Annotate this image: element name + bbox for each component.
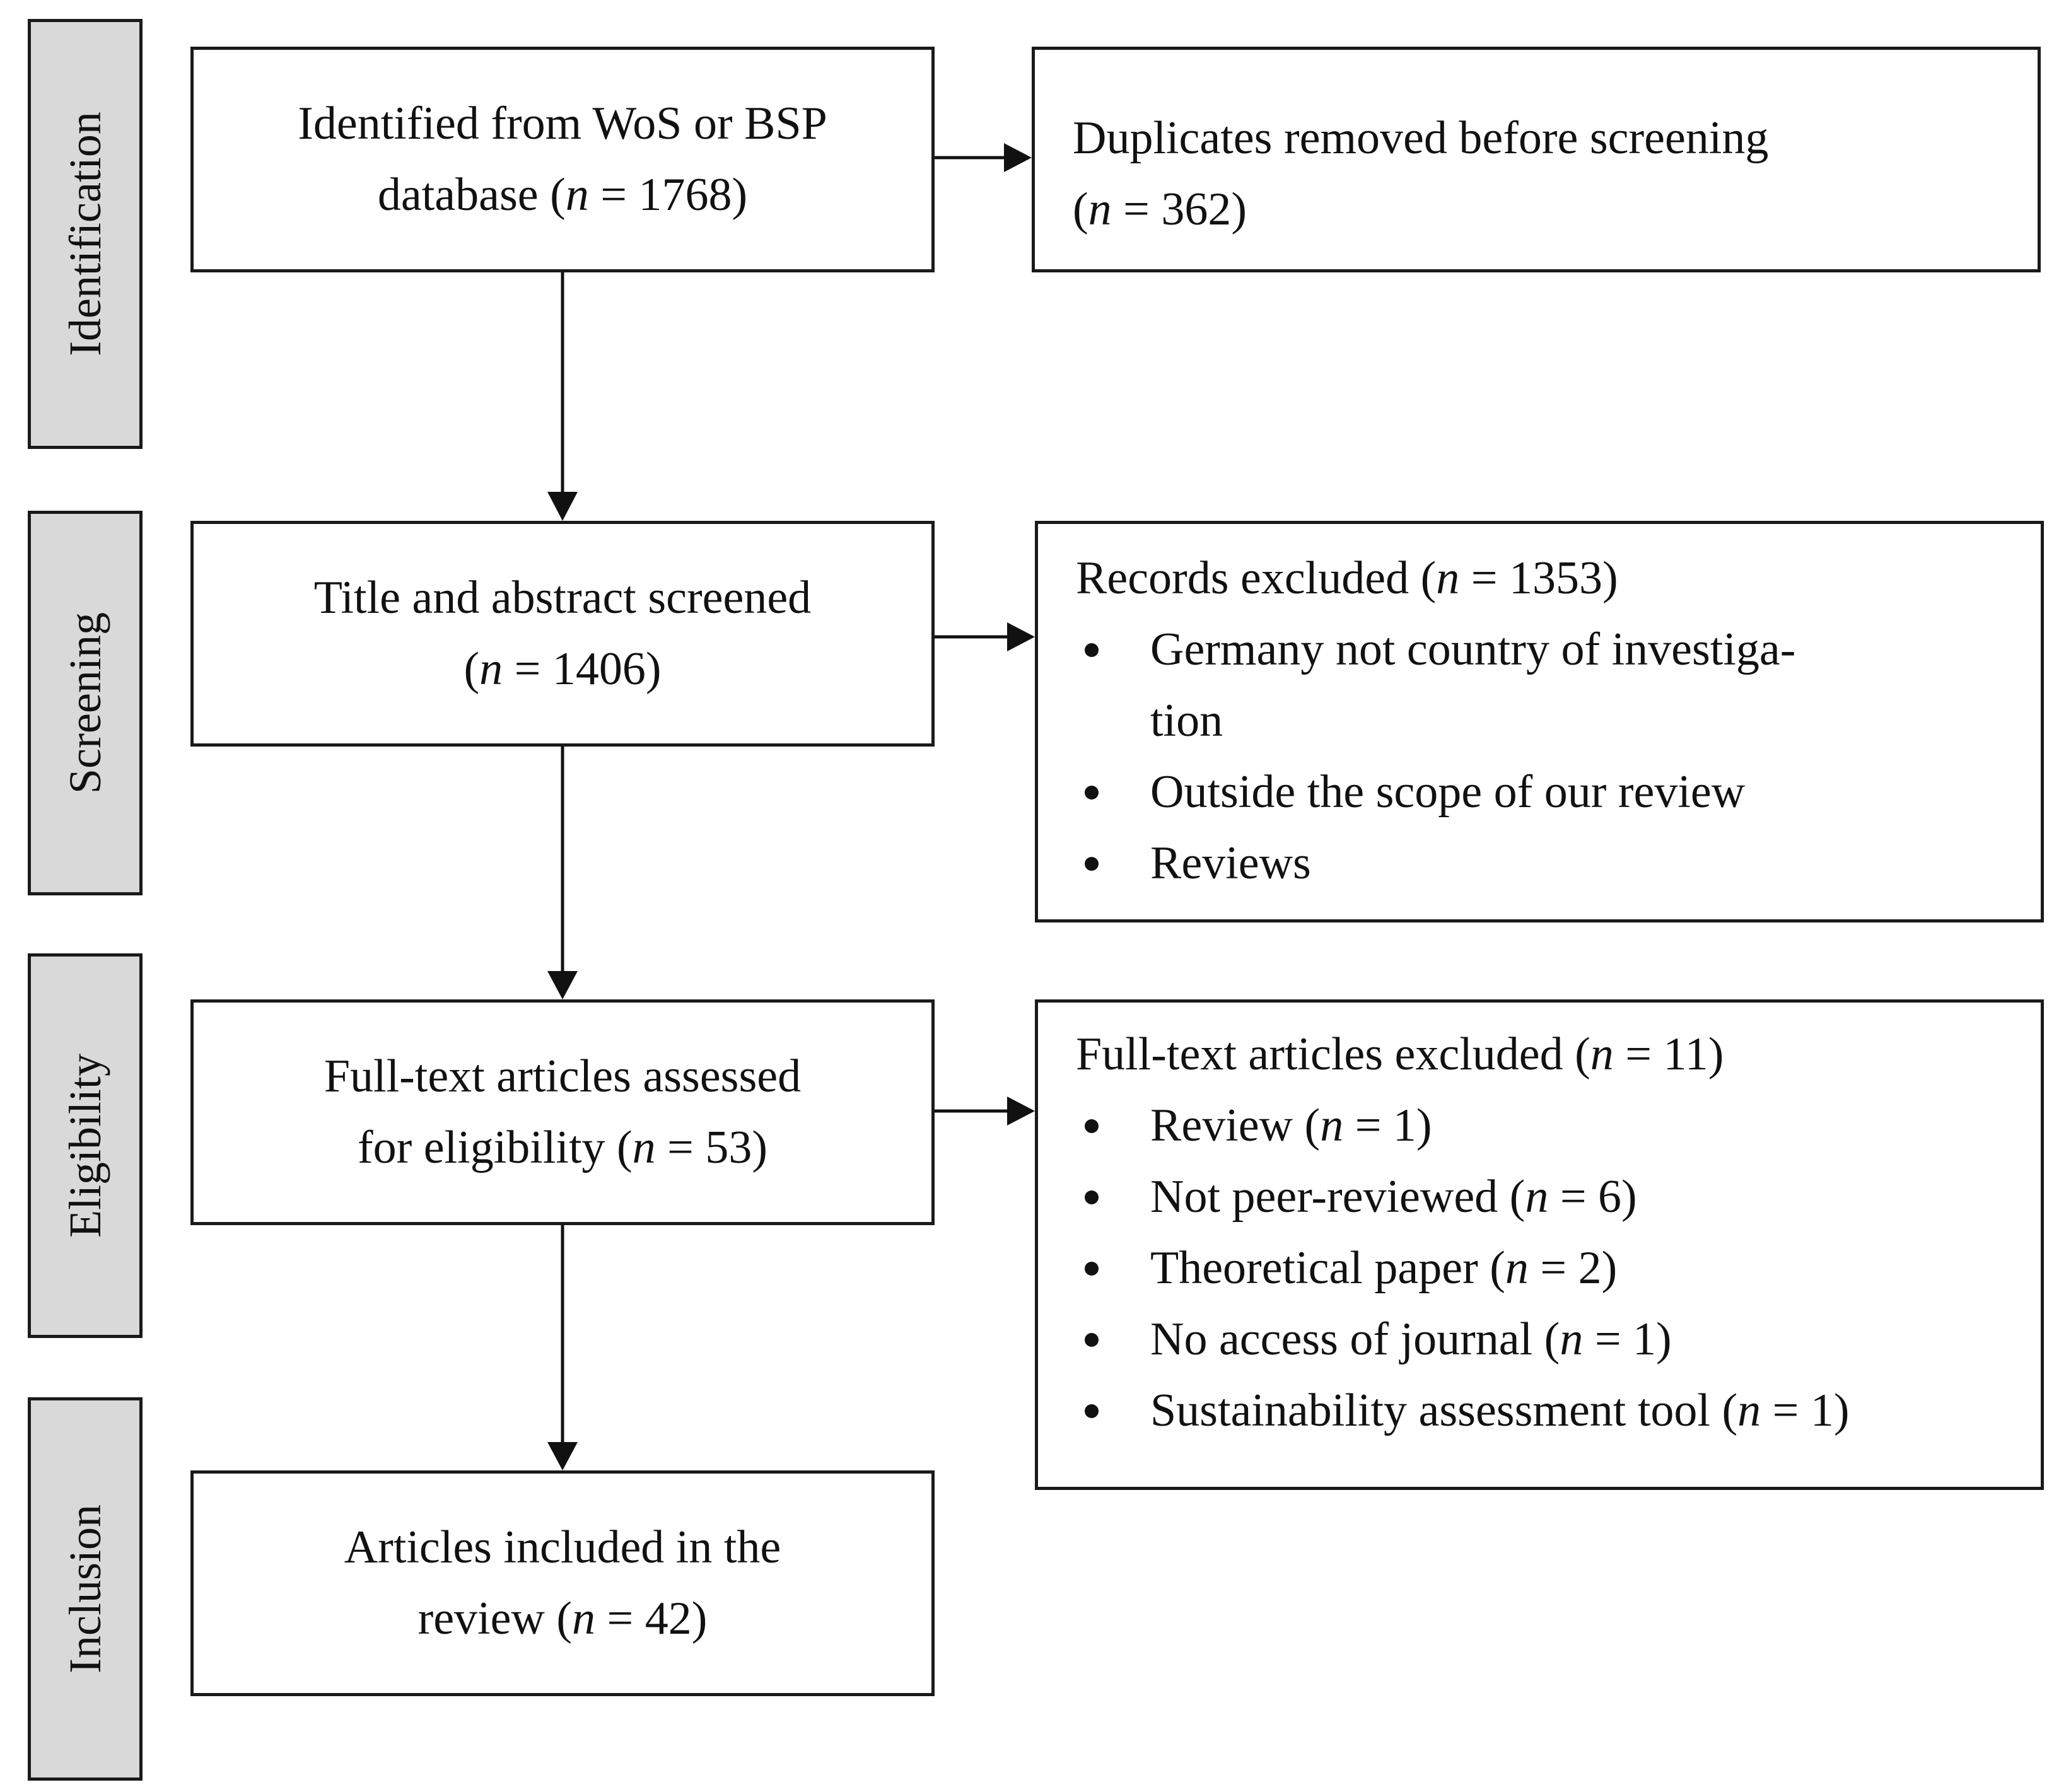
list-item: No access of journal (n = 1): [1076, 1304, 2041, 1375]
identified-box: Identified from WoS or BSP database (n =…: [190, 47, 935, 272]
fulltext-excluded-box: Full-text articles excluded (n = 11) Rev…: [1035, 999, 2044, 1490]
fulltext-assessed-box: Full-text articles assessed for eligibil…: [190, 999, 935, 1225]
arrow-right-to-records-excluded: [935, 622, 1035, 651]
included-box: Articles included in the review (n = 42): [190, 1470, 935, 1696]
arrow-right-to-duplicates: [935, 143, 1032, 172]
box-heading: Full-text articles excluded (n = 11): [1076, 1028, 1724, 1080]
arrow-right-to-fulltext-excluded: [935, 1097, 1035, 1126]
screened-box: Title and abstract screened (n = 1406): [190, 521, 935, 747]
list-item: Theoretical paper (n = 2): [1076, 1233, 2041, 1304]
stage-inclusion: Inclusion: [28, 1397, 143, 1781]
box-line: review (n = 42): [417, 1593, 708, 1644]
box-line: database (n = 1768): [377, 169, 748, 221]
list-item: Outside the scope of our review: [1076, 757, 2041, 828]
box-line: (n = 362): [1073, 183, 1247, 235]
arrow-down-assessed-to-included: [547, 1225, 578, 1470]
box-line: (n = 1406): [464, 643, 662, 695]
duplicates-box: Duplicates removed before screening (n =…: [1032, 47, 2041, 272]
list-item: Not peer-reviewed (n = 6): [1076, 1161, 2041, 1233]
stage-identification: Identification: [28, 19, 143, 449]
list-item: Review (n = 1): [1076, 1090, 2041, 1161]
box-line: Full-text articles assessed: [324, 1050, 802, 1102]
exclusion-reasons-list: Review (n = 1) Not peer-reviewed (n = 6)…: [1076, 1090, 2041, 1446]
box-line: Title and abstract screened: [313, 572, 812, 624]
exclusion-reasons-list: Germany not country of investiga- tion O…: [1076, 614, 2041, 899]
box-heading: Records excluded (n = 1353): [1076, 552, 1618, 604]
box-line: Articles included in the: [344, 1521, 781, 1573]
records-excluded-box: Records excluded (n = 1353) Germany not …: [1035, 521, 2044, 922]
stage-screening: Screening: [28, 511, 143, 895]
list-item: Reviews: [1076, 828, 2041, 899]
box-line: for eligibility (n = 53): [357, 1122, 768, 1173]
list-item: Germany not country of investiga- tion: [1076, 614, 2041, 757]
box-line: Identified from WoS or BSP: [298, 98, 827, 149]
arrow-down-screened-to-assessed: [547, 747, 578, 999]
box-line: Duplicates removed before screening: [1073, 112, 1769, 164]
arrow-down-identified-to-screened: [547, 272, 578, 521]
stage-eligibility: Eligibility: [28, 953, 143, 1338]
list-item: Sustainability assessment tool (n = 1): [1076, 1375, 2041, 1446]
